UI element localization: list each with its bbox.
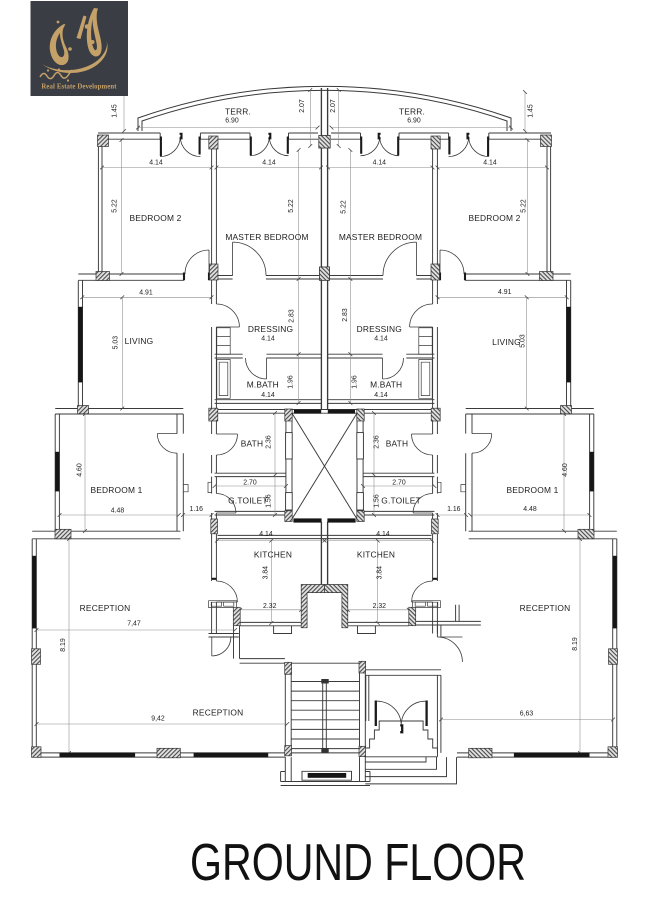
- svg-text:4.14: 4.14: [373, 160, 387, 167]
- svg-text:4.14: 4.14: [262, 160, 276, 167]
- svg-text:6,63: 6,63: [520, 711, 534, 718]
- svg-text:7,47: 7,47: [127, 621, 141, 628]
- svg-text:4.14: 4.14: [259, 531, 273, 538]
- svg-text:GROUND FLOOR: GROUND FLOOR: [190, 834, 526, 892]
- svg-text:MASTER BEDROOM: MASTER BEDROOM: [339, 232, 422, 242]
- svg-text:1.96: 1.96: [352, 375, 359, 389]
- svg-text:1.56: 1.56: [374, 494, 381, 508]
- svg-text:LIVING: LIVING: [125, 336, 154, 346]
- svg-text:BATH: BATH: [241, 439, 264, 449]
- svg-text:5.03: 5.03: [113, 336, 120, 350]
- svg-text:4.14: 4.14: [374, 392, 388, 399]
- svg-text:4.14: 4.14: [149, 160, 163, 167]
- svg-text:5.22: 5.22: [521, 199, 528, 213]
- svg-text:LIVING: LIVING: [492, 337, 521, 347]
- svg-text:3.84: 3.84: [377, 566, 384, 580]
- svg-text:BEDROOM 1: BEDROOM 1: [506, 485, 558, 495]
- svg-text:1.96: 1.96: [288, 375, 295, 389]
- svg-text:2.36: 2.36: [374, 435, 381, 449]
- svg-text:4.14: 4.14: [483, 160, 497, 167]
- svg-text:1.45: 1.45: [528, 104, 535, 118]
- svg-text:5.22: 5.22: [288, 199, 295, 213]
- svg-text:1.45: 1.45: [112, 104, 119, 118]
- svg-text:BEDROOM 2: BEDROOM 2: [468, 213, 520, 223]
- svg-text:4.60: 4.60: [562, 463, 569, 477]
- svg-text:5.22: 5.22: [341, 200, 348, 214]
- svg-text:4.91: 4.91: [498, 289, 512, 296]
- svg-text:BEDROOM 1: BEDROOM 1: [90, 485, 142, 495]
- svg-text:4.91: 4.91: [139, 290, 153, 297]
- svg-text:8.19: 8.19: [60, 638, 67, 652]
- svg-text:4.14: 4.14: [261, 336, 275, 343]
- svg-text:G.TOILET: G.TOILET: [228, 496, 268, 506]
- svg-text:DRESSING: DRESSING: [357, 324, 402, 334]
- svg-text:RECEPTION: RECEPTION: [193, 708, 244, 718]
- svg-text:2.83: 2.83: [342, 308, 349, 322]
- svg-text:1.16: 1.16: [447, 506, 461, 513]
- svg-text:2.32: 2.32: [373, 603, 387, 610]
- svg-text:BATH: BATH: [386, 439, 409, 449]
- svg-text:1.16: 1.16: [189, 506, 203, 513]
- svg-text:4.14: 4.14: [374, 336, 388, 343]
- svg-text:4.48: 4.48: [111, 508, 125, 515]
- svg-text:DRESSING: DRESSING: [248, 324, 293, 334]
- svg-text:2.07: 2.07: [330, 99, 337, 113]
- svg-text:5.03: 5.03: [520, 334, 527, 348]
- svg-text:2.70: 2.70: [243, 479, 257, 486]
- svg-text:6.90: 6.90: [407, 118, 421, 125]
- svg-text:KITCHEN: KITCHEN: [254, 550, 292, 560]
- svg-text:4.14: 4.14: [261, 392, 275, 399]
- svg-text:M.BATH: M.BATH: [370, 380, 402, 390]
- svg-text:2.32: 2.32: [263, 603, 277, 610]
- svg-text:G.TOILET: G.TOILET: [381, 496, 421, 506]
- svg-text:4.14: 4.14: [376, 531, 390, 538]
- svg-text:2.70: 2.70: [392, 479, 406, 486]
- svg-text:4.48: 4.48: [523, 506, 537, 513]
- svg-text:2.36: 2.36: [266, 435, 273, 449]
- svg-text:9,42: 9,42: [151, 716, 165, 723]
- svg-text:RECEPTION: RECEPTION: [520, 603, 571, 613]
- svg-text:BEDROOM 2: BEDROOM 2: [129, 213, 181, 223]
- svg-text:3.84: 3.84: [262, 566, 269, 580]
- svg-text:2.07: 2.07: [299, 99, 306, 113]
- svg-text:MASTER BEDROOM: MASTER BEDROOM: [225, 232, 308, 242]
- svg-text:8.19: 8.19: [572, 637, 579, 651]
- svg-text:1.56: 1.56: [266, 494, 273, 508]
- svg-text:2.83: 2.83: [289, 309, 296, 323]
- svg-text:KITCHEN: KITCHEN: [357, 550, 395, 560]
- svg-text:TERR.: TERR.: [399, 107, 425, 117]
- svg-text:6.90: 6.90: [225, 118, 239, 125]
- svg-text:Real Estate Development: Real Estate Development: [41, 84, 117, 91]
- svg-text:TERR.: TERR.: [225, 107, 251, 117]
- svg-text:RECEPTION: RECEPTION: [80, 603, 131, 613]
- svg-text:M.BATH: M.BATH: [247, 380, 279, 390]
- svg-text:5.22: 5.22: [112, 199, 119, 213]
- svg-text:4.60: 4.60: [77, 463, 84, 477]
